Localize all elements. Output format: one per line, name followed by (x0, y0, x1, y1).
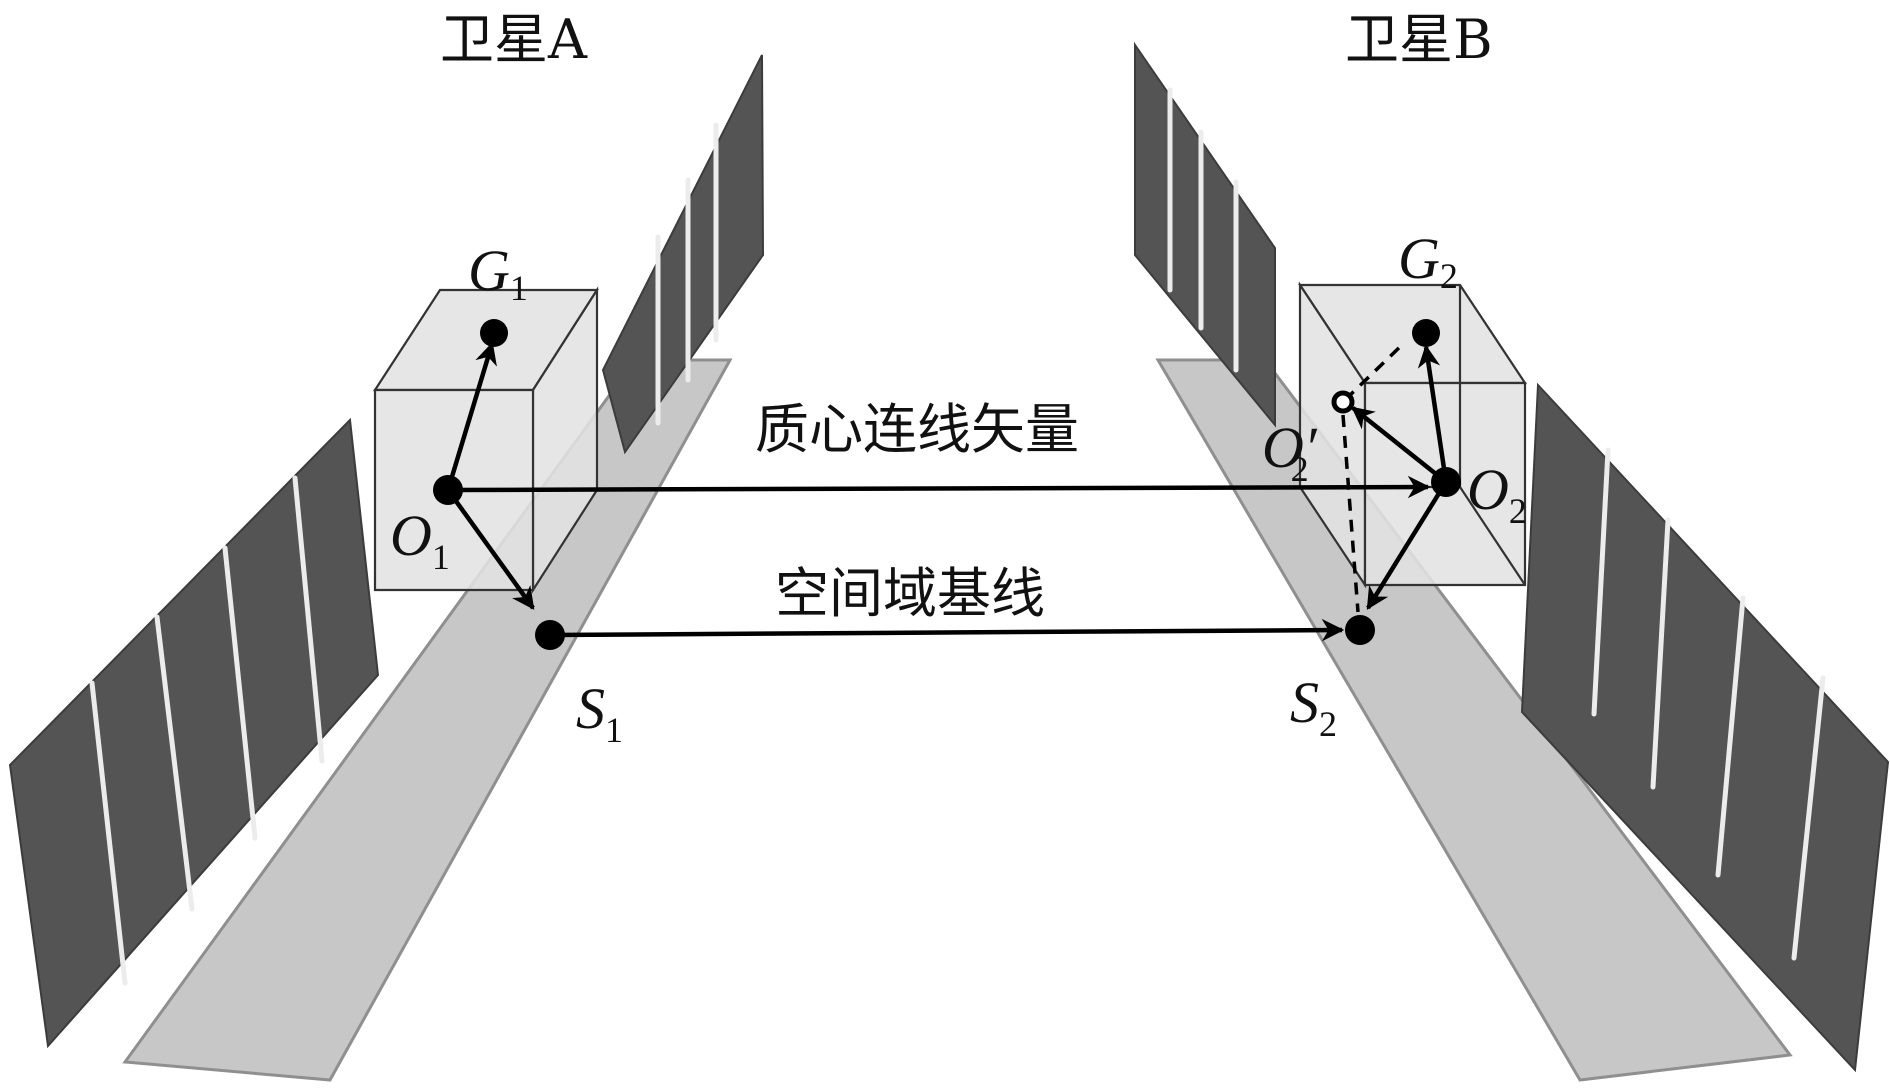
point-o2 (1431, 467, 1461, 497)
dashed-o2prime-s2 (1341, 414, 1360, 613)
dashed-o2prime-g2 (1343, 340, 1407, 402)
satellite-a-title: 卫星A (440, 8, 588, 71)
satellite-a-lower-solar-panel (8, 417, 380, 1049)
vector-o2-g2 (1417, 344, 1449, 483)
satellite-a-body (122, 358, 733, 1082)
label-g2: G2 (1398, 226, 1458, 296)
label-g1: G1 (468, 238, 528, 308)
satellite-b (1134, 41, 1890, 1082)
point-s2 (1345, 615, 1375, 645)
label-o1: O1 (390, 503, 450, 577)
label-o2: O2 (1467, 457, 1527, 531)
satellite-a-upper-solar-panel (601, 54, 765, 455)
spatial-baseline-vector (549, 618, 1345, 642)
vector-o1-s1 (446, 488, 535, 610)
satellite-b-upper-solar-panel (1134, 41, 1276, 428)
centroid-vector-label: 质心连线矢量 (755, 398, 1079, 461)
satellite-a (8, 54, 765, 1082)
label-s1: S1 (576, 676, 623, 750)
label-o2-prime: O′2 (1262, 415, 1318, 489)
point-o2-prime (1331, 390, 1355, 414)
centroid-connection-vector (447, 475, 1431, 499)
vector-o1-g1 (445, 341, 497, 491)
satellite-b-title: 卫星B (1345, 8, 1493, 71)
label-s2: S2 (1290, 670, 1337, 744)
point-g2 (1412, 319, 1440, 347)
vector-o2-s2 (1366, 480, 1448, 610)
satellite-b-lower-solar-panel (1520, 382, 1890, 1073)
spatial-baseline-label: 空间域基线 (775, 562, 1045, 625)
point-g1 (480, 319, 508, 347)
vector-o2-o2prime (1351, 406, 1448, 484)
